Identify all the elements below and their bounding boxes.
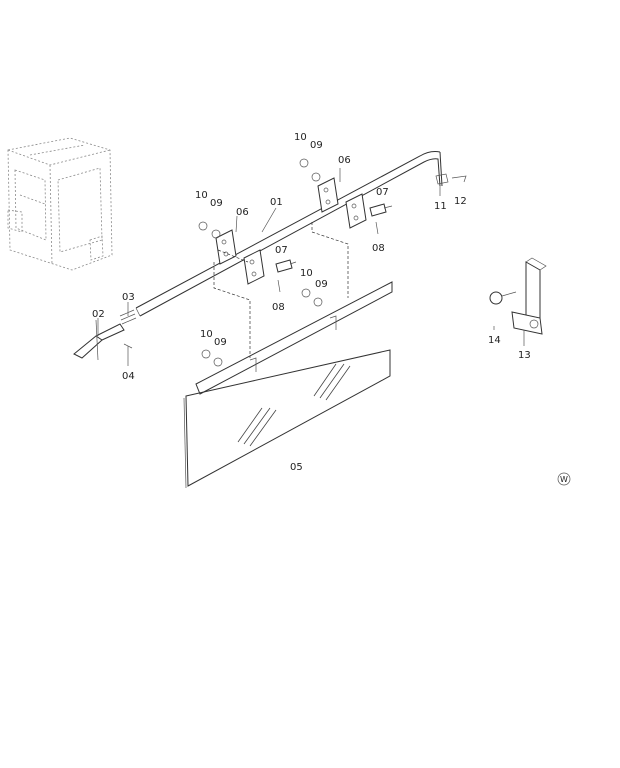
clip-11-12 — [435, 173, 467, 185]
hinge-bracket-left — [215, 229, 265, 285]
rail-01 — [135, 151, 443, 317]
label-09-bottom: 09 — [214, 337, 227, 348]
label-02: 02 — [92, 309, 105, 320]
label-01: 01 — [270, 197, 283, 208]
hinge-bracket-right — [317, 177, 367, 229]
label-07-left: 07 — [275, 245, 288, 256]
nut-washer-set — [198, 158, 323, 367]
label-12: 12 — [454, 196, 467, 207]
label-06-left: 06 — [236, 207, 249, 218]
latch-13-14 — [489, 257, 547, 335]
label-08-left: 08 — [272, 302, 285, 313]
glass-panel-05 — [183, 281, 393, 489]
label-06-right: 06 — [338, 155, 351, 166]
label-10-top: 10 — [294, 132, 307, 143]
label-11: 11 — [434, 201, 447, 212]
label-10-bottom: 10 — [200, 329, 213, 340]
bolt-set — [275, 203, 393, 293]
leader-lines — [97, 168, 525, 366]
label-03: 03 — [122, 292, 135, 303]
circled-w-mark: W — [557, 472, 571, 486]
circled-w-letter: W — [560, 475, 568, 484]
label-04: 04 — [122, 371, 135, 382]
label-07-right: 07 — [376, 187, 389, 198]
assembly-guide-lines — [213, 222, 349, 358]
label-10-left: 10 — [195, 190, 208, 201]
handle-assembly — [73, 309, 137, 361]
label-09-left: 09 — [210, 198, 223, 209]
label-09-middle: 09 — [315, 279, 328, 290]
cab-locator-illustration — [7, 137, 113, 271]
label-14: 14 — [488, 335, 501, 346]
label-13: 13 — [518, 350, 531, 361]
label-05: 05 — [290, 462, 303, 473]
label-09-top: 09 — [310, 140, 323, 151]
label-10-middle: 10 — [300, 268, 313, 279]
label-08-right: 08 — [372, 243, 385, 254]
